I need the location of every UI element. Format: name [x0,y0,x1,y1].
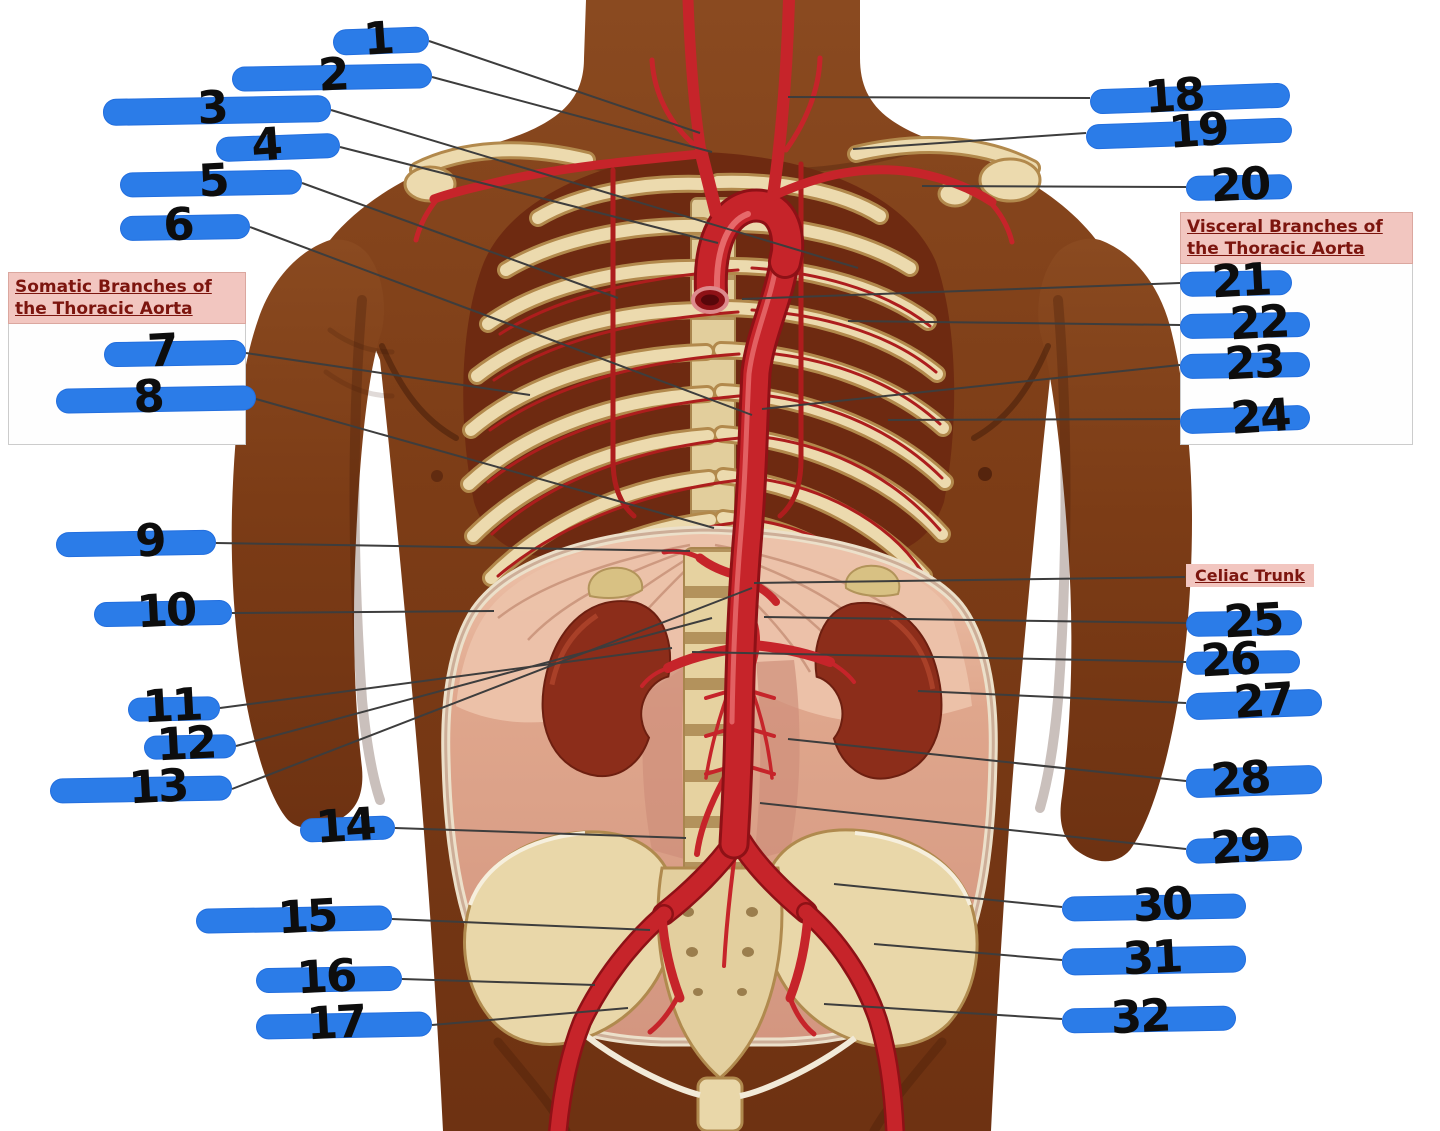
marker-bar-29[interactable] [1185,834,1303,865]
card-title-line: Somatic Branches of [15,277,212,297]
celiac-trunk-label: Celiac Trunk [1186,564,1314,588]
marker-bar-14[interactable] [299,815,396,843]
marker-bar-26[interactable] [1185,650,1301,675]
marker-bar-4[interactable] [215,132,341,163]
marker-bar-32[interactable] [1061,1005,1237,1034]
marker-bar-15[interactable] [195,905,393,934]
marker-bar-1[interactable] [332,26,430,56]
marker-bar-28[interactable] [1185,764,1323,799]
marker-bar-27[interactable] [1185,688,1323,721]
card-title-line: the Thoracic Aorta [1187,239,1365,260]
right-shoulder-bone [978,157,1042,203]
marker-bar-21[interactable] [1179,270,1293,297]
card-title-line: the Thoracic Aorta [15,299,193,320]
marker-bar-31[interactable] [1061,945,1247,976]
right-nipple [978,467,992,481]
ascending-aorta-lumen [701,294,719,306]
marker-bar-6[interactable] [119,213,251,242]
marker-bar-2[interactable] [231,63,433,92]
marker-bar-25[interactable] [1185,609,1303,638]
pelvis [463,828,979,1131]
marker-bar-30[interactable] [1061,893,1247,922]
marker-bar-3[interactable] [102,95,332,126]
marker-bar-23[interactable] [1179,351,1311,380]
marker-bar-22[interactable] [1179,311,1311,340]
marker-bar-11[interactable] [127,696,221,722]
marker-bar-8[interactable] [55,385,257,414]
marker-bar-24[interactable] [1179,404,1311,435]
sacral-foramina [682,907,758,996]
marker-bar-12[interactable] [143,734,237,760]
card-title-line: Visceral Branches of [1187,217,1383,237]
marker-bar-20[interactable] [1185,174,1293,201]
visceral-branches-title: Visceral Branches of the Thoracic Aorta [1180,212,1413,265]
marker-bar-7[interactable] [103,339,247,368]
marker-bar-13[interactable] [49,775,233,804]
marker-bar-5[interactable] [119,169,303,198]
marker-bar-16[interactable] [255,965,403,994]
marker-bar-17[interactable] [255,1011,433,1040]
marker-bar-9[interactable] [55,529,217,558]
somatic-branches-title: Somatic Branches of the Thoracic Aorta [8,272,246,325]
left-nipple [431,470,443,482]
marker-bar-10[interactable] [93,599,233,628]
